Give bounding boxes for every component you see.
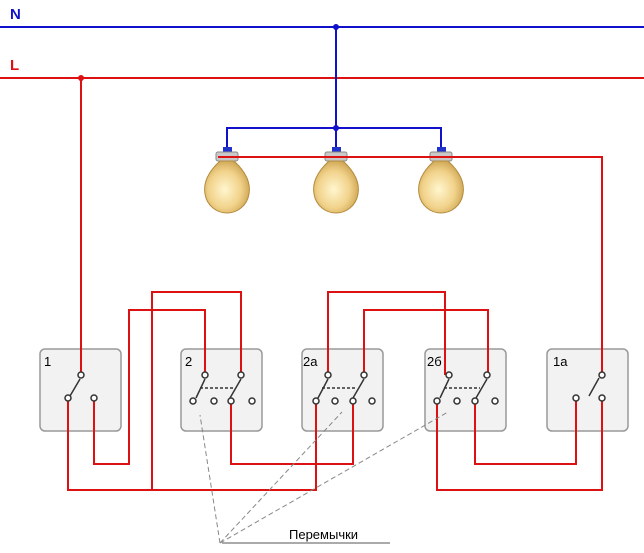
switch-1a-body xyxy=(546,348,629,432)
switch-2-contacts xyxy=(189,371,256,405)
live-label: L xyxy=(10,57,19,74)
lamp-2 xyxy=(313,147,359,214)
switch-2-body xyxy=(180,348,263,432)
jumper-leader-lines xyxy=(199,411,449,544)
jumper-label: Перемычки xyxy=(289,527,358,542)
switch-1a-label: 1а xyxy=(553,354,568,369)
switch-2a-body xyxy=(301,348,384,432)
neutral-label: N xyxy=(10,6,21,23)
lamp-3 xyxy=(418,147,464,214)
neutral-junction xyxy=(333,24,339,30)
neutral-junction xyxy=(333,125,339,131)
switch-2b-contacts xyxy=(433,371,499,405)
switch-1-contacts xyxy=(64,371,98,402)
lamp-1 xyxy=(204,147,250,214)
switch-1a-contacts xyxy=(572,371,606,402)
switch-1-label: 1 xyxy=(44,354,51,369)
live-wiring xyxy=(67,78,603,491)
switch-2b-label: 2б xyxy=(427,354,442,369)
switch-2a-label: 2а xyxy=(303,354,318,369)
switch-2a-contacts xyxy=(312,371,376,405)
switch-2-label: 2 xyxy=(185,354,192,369)
